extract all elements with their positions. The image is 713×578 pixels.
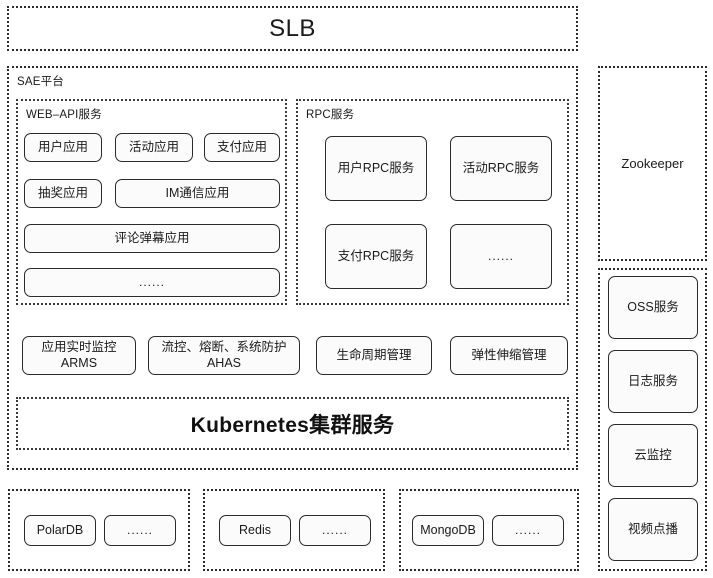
app-lottery[interactable]: 抽奖应用 <box>24 179 102 208</box>
app-im[interactable]: IM通信应用 <box>115 179 280 208</box>
cloud-service-oss-label: OSS服务 <box>627 299 679 314</box>
app-more-label: ...... <box>138 275 165 289</box>
rpc-more-label: ...... <box>487 249 514 263</box>
sae-platform-label: SAE平台 <box>17 76 65 88</box>
datastore-redis-more[interactable]: ...... <box>299 515 371 546</box>
datastore-redis-label: Redis <box>239 522 271 537</box>
app-user[interactable]: 用户应用 <box>24 133 102 162</box>
kubernetes-label: Kubernetes集群服务 <box>190 413 395 437</box>
governance-ahas-label: 流控、熔断、系统防护 AHAS <box>161 339 287 370</box>
rpc-payment-service[interactable]: 支付RPC服务 <box>325 224 427 289</box>
datastore-polardb-more-label: ...... <box>126 523 153 537</box>
datastore-mongodb-more-label: ...... <box>514 523 541 537</box>
governance-lifecycle-label: 生命周期管理 <box>336 347 412 362</box>
datastore-redis[interactable]: Redis <box>219 515 291 546</box>
cloud-service-vod[interactable]: 视频点播 <box>608 498 698 561</box>
datastore-mongodb-more[interactable]: ...... <box>492 515 564 546</box>
app-user-label: 用户应用 <box>37 139 88 154</box>
governance-elastic-scaling-label: 弹性伸缩管理 <box>471 347 547 362</box>
rpc-label: RPC服务 <box>306 109 355 121</box>
rpc-activity-service-label: 活动RPC服务 <box>462 160 540 175</box>
zookeeper-label: Zookeeper <box>621 156 684 171</box>
app-lottery-label: 抽奖应用 <box>37 185 88 200</box>
kubernetes-panel: Kubernetes集群服务 <box>16 397 569 450</box>
datastore-mongodb[interactable]: MongoDB <box>412 515 484 546</box>
app-payment[interactable]: 支付应用 <box>204 133 280 162</box>
app-activity-label: 活动应用 <box>128 139 179 154</box>
datastore-mongodb-label: MongoDB <box>420 522 476 537</box>
governance-arms-label: 应用实时监控 ARMS <box>41 339 117 370</box>
datastore-redis-more-label: ...... <box>321 523 348 537</box>
app-activity[interactable]: 活动应用 <box>115 133 193 162</box>
rpc-user-service-label: 用户RPC服务 <box>337 160 415 175</box>
cloud-service-vod-label: 视频点播 <box>627 521 678 536</box>
datastore-polardb[interactable]: PolarDB <box>24 515 96 546</box>
governance-lifecycle[interactable]: 生命周期管理 <box>316 336 432 375</box>
datastore-polardb-label: PolarDB <box>36 522 84 537</box>
rpc-payment-service-label: 支付RPC服务 <box>337 248 415 263</box>
cloud-service-monitor-label: 云监控 <box>634 447 672 462</box>
app-payment-label: 支付应用 <box>216 139 267 154</box>
rpc-user-service[interactable]: 用户RPC服务 <box>325 136 427 201</box>
web-api-label: WEB–API服务 <box>26 109 102 121</box>
slb-label: SLB <box>269 14 316 42</box>
app-more[interactable]: ...... <box>24 268 280 297</box>
governance-ahas[interactable]: 流控、熔断、系统防护 AHAS <box>148 336 300 375</box>
app-im-label: IM通信应用 <box>165 185 230 200</box>
slb-panel: SLB <box>7 6 578 51</box>
cloud-service-log-label: 日志服务 <box>627 373 678 388</box>
cloud-service-monitor[interactable]: 云监控 <box>608 424 698 487</box>
app-comment-danmaku[interactable]: 评论弹幕应用 <box>24 224 280 253</box>
cloud-service-log[interactable]: 日志服务 <box>608 350 698 413</box>
rpc-activity-service[interactable]: 活动RPC服务 <box>450 136 552 201</box>
rpc-more[interactable]: ...... <box>450 224 552 289</box>
datastore-polardb-more[interactable]: ...... <box>104 515 176 546</box>
app-comment-danmaku-label: 评论弹幕应用 <box>114 230 190 245</box>
zookeeper-panel: Zookeeper <box>598 66 707 261</box>
cloud-service-oss[interactable]: OSS服务 <box>608 276 698 339</box>
governance-elastic-scaling[interactable]: 弹性伸缩管理 <box>450 336 568 375</box>
governance-arms[interactable]: 应用实时监控 ARMS <box>22 336 136 375</box>
